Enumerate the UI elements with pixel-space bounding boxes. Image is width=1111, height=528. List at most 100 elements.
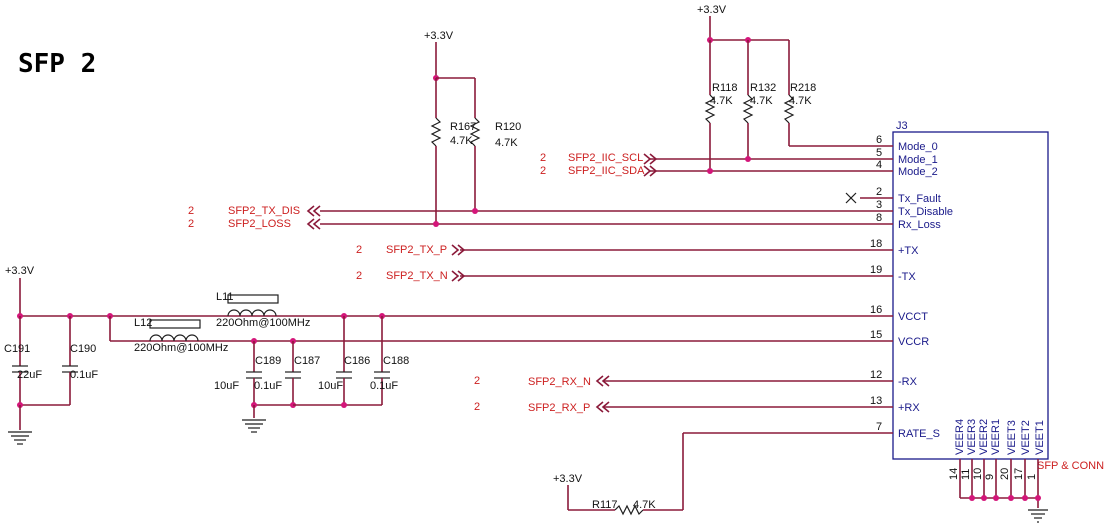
connector-body [892,131,1049,460]
txdis-loss-nets: 2 SFP2_TX_DIS 2 SFP2_LOSS [188,205,321,230]
r132-value: 4.7K [750,95,773,107]
pin-name: VEET3 [1006,420,1018,455]
c186-value: 10uF [318,380,343,392]
r218-ref: R218 [790,82,816,94]
rx-nets: 2 SFP2_RX_N 2 SFP2_RX_P [474,375,610,414]
supply-label: +3.3V [697,4,727,16]
pin-name: RATE_S [898,428,940,440]
pin-name: VEER4 [954,419,966,455]
r118-ref: R118 [712,82,737,94]
top-right-pullups: +3.3V R118 4.7K R132 4.7K R218 4.7K [697,4,860,174]
loss-net-label: SFP2_LOSS [228,218,291,230]
txn-sheet: 2 [356,270,362,282]
rxp-net-label: SFP2_RX_P [528,402,590,414]
mid-pullups: +3.3V R167 4.7K R120 4.7K [424,30,521,227]
pin-name: VEET2 [1020,420,1032,455]
c190-ref: C190 [70,343,96,355]
pin-name: VEER1 [990,419,1002,455]
supply-label: +3.3V [424,30,454,42]
pin-stubs [20,145,893,434]
power-filter: +3.3V L11 220Ohm@100MHz L12 220Ohm@100MH… [4,265,409,445]
txdis-sheet: 2 [188,205,194,217]
c189-value: 10uF [214,380,239,392]
pin-name: VCCT [898,311,928,323]
pin-name: -RX [898,376,918,388]
r167-ref: R167 [450,121,476,133]
connector-name: SFP & CONN [1037,460,1104,472]
pin-num: 11 [960,469,972,480]
pin-num: 7 [876,421,882,433]
pin-name: Mode_0 [898,141,938,153]
r132-ref: R132 [750,82,776,94]
pin-num: 15 [870,329,882,341]
pin-name: Tx_Fault [898,193,941,205]
pin-name: +RX [898,402,920,414]
inductor-l12: L12 220Ohm@100MHz [134,317,228,354]
scl-net-label: SFP2_IIC_SCL [568,152,643,164]
sda-net-label: SFP2_IIC_SDA [568,165,645,177]
pin-name: Rx_Loss [898,219,941,231]
pin-num: 1 [1026,474,1038,480]
ground-icon [1028,509,1048,523]
rxp-sheet: 2 [474,401,480,413]
pin-num: 16 [870,304,882,316]
pin-name: +TX [898,245,919,257]
pin-name: VEET1 [1034,420,1046,455]
r120-value: 4.7K [495,137,518,149]
r120-ref: R120 [495,121,521,133]
pin-numbers: 6 5 4 2 3 8 18 19 16 15 12 13 7 [870,134,882,433]
bottom-pin-stubs: 14 11 10 9 20 17 1 [948,459,1041,508]
pin-name: VEER3 [966,419,978,455]
pin-num: 17 [1013,468,1025,480]
pin-name: VCCR [898,336,929,348]
r218-value: 4.7K [789,95,812,107]
c186-ref: C186 [344,355,370,367]
pin-num: 14 [948,468,960,480]
pin-num: 10 [972,468,984,480]
tx-nets: 2 SFP2_TX_P 2 SFP2_TX_N [356,244,466,282]
pin-num: 6 [876,134,882,146]
supply-label: +3.3V [553,473,583,485]
bottom-pin-names: VEER4 VEER3 VEER2 VEER1 VEET3 VEET2 VEET… [954,419,1046,455]
iic-nets: 2 SFP2_IIC_SCL 2 SFP2_IIC_SDA [540,152,658,177]
pin-name: VEER2 [978,419,990,455]
c187-value: 0.1uF [254,380,282,392]
l11-value: 220Ohm@100MHz [216,317,310,329]
l11-ref: L11 [216,291,234,303]
pin-num: 2 [876,186,882,198]
no-connect-icon [845,192,857,204]
r167-value: 4.7K [450,135,473,147]
connector-ref: J3 [896,120,908,132]
pin-num: 3 [876,199,882,211]
pin-num: 18 [870,238,882,250]
c189-ref: C189 [255,355,281,367]
pin-num: 13 [870,395,882,407]
l12-ref: L12 [134,317,152,329]
pin-num: 19 [870,264,882,276]
scl-sheet: 2 [540,152,546,164]
pin-num: 5 [876,147,882,159]
sda-sheet: 2 [540,165,546,177]
c188-value: 0.1uF [370,380,398,392]
c187-ref: C187 [294,355,320,367]
pin-num: 9 [984,474,996,480]
r117-ref: R117 [592,499,617,511]
pin-name: Mode_1 [898,154,938,166]
rxn-net-label: SFP2_RX_N [528,376,591,388]
loss-sheet: 2 [188,218,194,230]
sheet-title: SFP 2 [18,49,96,79]
pin-name: Tx_Disable [898,206,953,218]
txdis-net-label: SFP2_TX_DIS [228,205,300,217]
c191-ref: C191 [4,343,30,355]
c190-value: 0.1uF [70,369,98,381]
r118-value: 4.7K [710,95,733,107]
c188-ref: C188 [383,355,409,367]
pin-num: 4 [876,159,882,171]
txp-net-label: SFP2_TX_P [386,244,447,256]
r117-value: 4.7K [633,499,656,511]
pin-num: 8 [876,212,882,224]
pin-names: Mode_0 Mode_1 Mode_2 Tx_Fault Tx_Disable… [898,141,953,440]
txn-net-label: SFP2_TX_N [386,270,448,282]
pin-num: 12 [870,369,882,381]
